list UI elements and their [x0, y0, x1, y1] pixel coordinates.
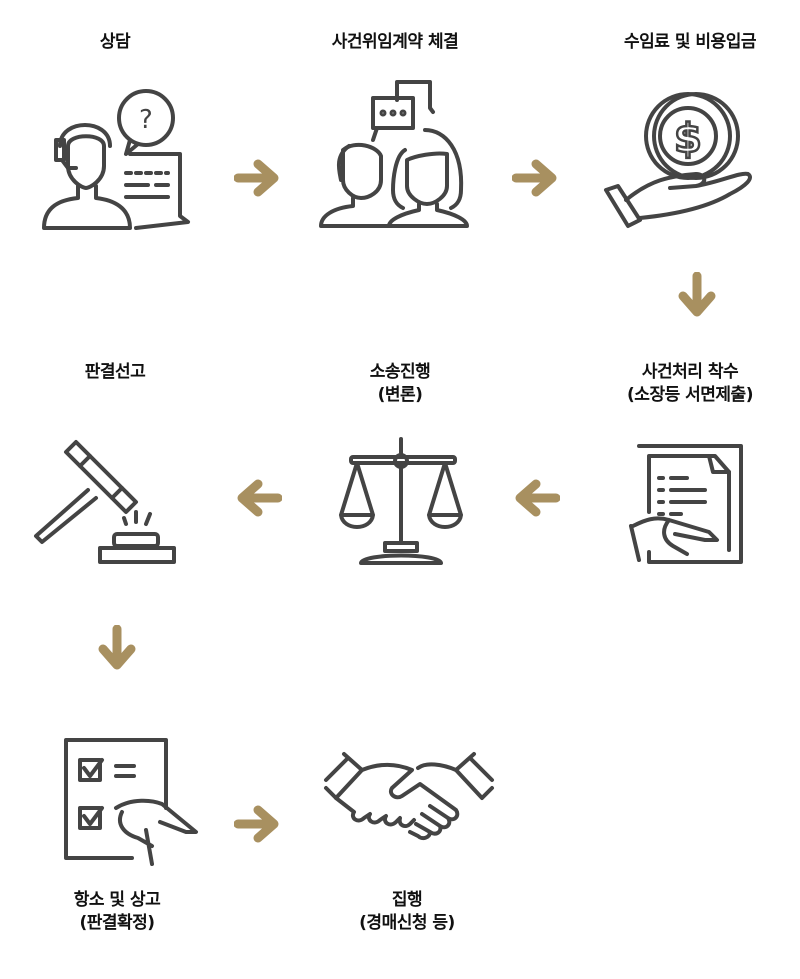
consultant-headset-icon: ? [38, 88, 193, 233]
arrow-right-icon [234, 159, 279, 197]
step-5-title: 소송진행 [369, 362, 431, 382]
step-8-title: 집행 [391, 890, 423, 910]
gavel-icon [32, 438, 182, 568]
handshake-icon [322, 740, 497, 860]
step-4-title: 사건처리 착수 [641, 362, 739, 382]
arrow-left-icon [515, 479, 560, 517]
arrow-left-icon [237, 479, 282, 517]
step-6-title: 판결선고 [84, 362, 146, 382]
arrow-right-icon [512, 159, 557, 197]
arrow-right-icon [234, 805, 279, 843]
step-5-subtitle: (변론) [377, 385, 423, 405]
step-7-subtitle: (판결확정) [79, 913, 155, 933]
step-4-subtitle: (소장등 서면제출) [627, 385, 753, 405]
scales-icon [335, 435, 470, 570]
checklist-signing-icon [62, 738, 202, 868]
step-1-title: 상담 [99, 32, 131, 52]
hand-coin-icon: $ [600, 90, 755, 230]
arrow-down-icon [678, 272, 716, 317]
two-people-chat-icon [315, 80, 475, 230]
step-2-title: 사건위임계약 체결 [331, 32, 459, 52]
svg-text:?: ? [139, 105, 153, 135]
step-3-title: 수임료 및 비용입금 [624, 32, 756, 52]
document-signing-icon [625, 440, 750, 570]
arrow-down-icon [98, 625, 136, 670]
svg-text:$: $ [674, 116, 702, 162]
step-8-subtitle: (경매신청 등) [359, 913, 455, 933]
step-7-title: 항소 및 상고 [73, 890, 161, 910]
